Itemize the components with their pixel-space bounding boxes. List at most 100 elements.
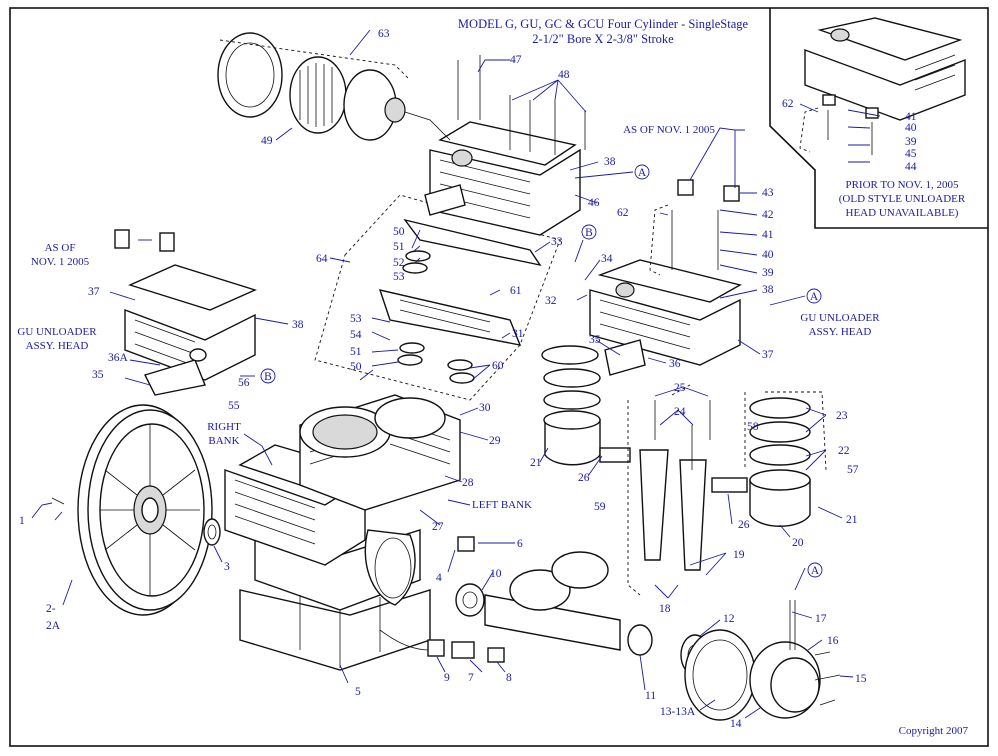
svg-text:A: A bbox=[638, 167, 647, 179]
note-prior-2: (OLD STYLE UNLOADER bbox=[839, 193, 966, 205]
callout-2-line1: 2- bbox=[46, 603, 56, 615]
callout-43: 43 bbox=[762, 187, 774, 199]
callout-29: 29 bbox=[489, 435, 501, 447]
note-right-bank-2: BANK bbox=[208, 435, 239, 447]
callout-21-left: 21 bbox=[530, 457, 542, 469]
callout-35-left: 35 bbox=[92, 369, 104, 381]
air-filter bbox=[217, 32, 451, 141]
end-cover bbox=[684, 600, 841, 721]
title-line-2: 2-1/2" Bore X 2-3/8" Stroke bbox=[532, 32, 674, 46]
callout-1: 1 bbox=[19, 515, 25, 527]
flywheel bbox=[51, 404, 213, 616]
callout-59: 59 bbox=[594, 501, 606, 513]
copyright: Copyright 2007 bbox=[899, 725, 969, 737]
callout-38-top: 38 bbox=[604, 156, 616, 168]
callout-58: 58 bbox=[747, 421, 759, 433]
marker-a-top: A bbox=[634, 164, 650, 180]
note-as-of-left-1: AS OF bbox=[45, 242, 76, 254]
callout-50-bottom: 50 bbox=[350, 361, 362, 373]
note-right-bank-1: RIGHT bbox=[207, 421, 241, 433]
callout-36: 36 bbox=[669, 358, 681, 370]
callout-48: 48 bbox=[558, 69, 570, 81]
callout-3: 3 bbox=[224, 561, 230, 573]
marker-b-top: B bbox=[581, 224, 597, 240]
callout-20: 20 bbox=[792, 537, 804, 549]
note-prior-1: PRIOR TO NOV. 1, 2005 bbox=[845, 179, 959, 191]
callout-27: 27 bbox=[432, 521, 444, 533]
callout-24: 24 bbox=[674, 406, 686, 418]
piston-assembly bbox=[541, 345, 827, 596]
callout-45: 45 bbox=[905, 148, 917, 160]
callout-38-right: 38 bbox=[762, 284, 774, 296]
note-as-of-right: AS OF NOV. 1 2005 bbox=[623, 124, 715, 136]
callout-31: 31 bbox=[512, 328, 524, 340]
note-gu-unloader-right-1: GU UNLOADER bbox=[800, 312, 880, 324]
callout-54: 54 bbox=[350, 329, 362, 341]
seal bbox=[203, 518, 221, 546]
callout-41-inset: 41 bbox=[905, 111, 917, 123]
callout-9: 9 bbox=[444, 672, 450, 684]
note-gu-unloader-right-2: ASSY. HEAD bbox=[809, 326, 872, 338]
inset-frame bbox=[769, 8, 988, 229]
right-unloader-head bbox=[589, 179, 742, 376]
callout-53-bottom: 53 bbox=[350, 313, 362, 325]
callout-6: 6 bbox=[517, 538, 523, 550]
valve-plate-stack bbox=[314, 194, 561, 401]
callout-33: 33 bbox=[551, 236, 563, 248]
callout-26-left: 26 bbox=[578, 472, 590, 484]
callout-64: 64 bbox=[316, 253, 328, 265]
callout-16: 16 bbox=[827, 635, 839, 647]
svg-text:A: A bbox=[811, 565, 820, 577]
callout-57: 57 bbox=[847, 464, 859, 476]
callout-17: 17 bbox=[815, 613, 827, 625]
callout-39-right: 39 bbox=[762, 267, 774, 279]
callout-30: 30 bbox=[479, 402, 491, 414]
callout-37-left: 37 bbox=[88, 286, 100, 298]
left-bank-cylinder bbox=[299, 394, 461, 511]
top-cylinder-head bbox=[424, 55, 586, 236]
callout-37-right: 37 bbox=[762, 349, 774, 361]
marker-b-left: B bbox=[260, 368, 276, 384]
callout-13: 13-13A bbox=[660, 706, 696, 718]
callout-36a: 36A bbox=[108, 352, 129, 364]
note-left-bank: LEFT BANK bbox=[472, 499, 532, 511]
callout-40-right: 40 bbox=[762, 249, 774, 261]
callout-60: 60 bbox=[492, 360, 504, 372]
crankshaft bbox=[455, 551, 710, 676]
callout-14: 14 bbox=[730, 718, 742, 730]
callout-32: 32 bbox=[545, 295, 557, 307]
callout-52: 52 bbox=[393, 257, 405, 269]
callout-41-right: 41 bbox=[762, 229, 774, 241]
oil-fittings bbox=[379, 536, 505, 663]
callout-51-bottom: 51 bbox=[350, 346, 362, 358]
callout-2-line2: 2A bbox=[46, 620, 61, 632]
note-gu-unloader-left-2: ASSY. HEAD bbox=[26, 340, 89, 352]
callout-50-top: 50 bbox=[393, 226, 405, 238]
callout-62-inset: 62 bbox=[782, 98, 794, 110]
callout-19: 19 bbox=[733, 549, 745, 561]
callout-23: 23 bbox=[836, 410, 848, 422]
note-gu-unloader-left-1: GU UNLOADER bbox=[17, 326, 97, 338]
callout-63: 63 bbox=[378, 28, 390, 40]
callout-46: 46 bbox=[588, 197, 600, 209]
callout-15: 15 bbox=[855, 673, 867, 685]
inset-old-head bbox=[799, 17, 966, 155]
callout-5: 5 bbox=[355, 686, 361, 698]
callout-8: 8 bbox=[506, 672, 512, 684]
callout-49: 49 bbox=[261, 135, 273, 147]
callout-26-right: 26 bbox=[738, 519, 750, 531]
svg-text:B: B bbox=[264, 371, 272, 383]
callout-55: 55 bbox=[228, 400, 240, 412]
svg-text:B: B bbox=[585, 227, 593, 239]
left-unloader-head bbox=[114, 229, 257, 396]
callout-11: 11 bbox=[645, 690, 656, 702]
callout-7: 7 bbox=[468, 672, 474, 684]
callout-35-right: 35 bbox=[589, 334, 601, 346]
callout-47: 47 bbox=[510, 54, 522, 66]
callout-12: 12 bbox=[723, 613, 735, 625]
callout-25: 25 bbox=[674, 382, 686, 394]
callout-53-top: 53 bbox=[393, 271, 405, 283]
callout-10: 10 bbox=[490, 568, 502, 580]
callout-56: 56 bbox=[238, 377, 250, 389]
